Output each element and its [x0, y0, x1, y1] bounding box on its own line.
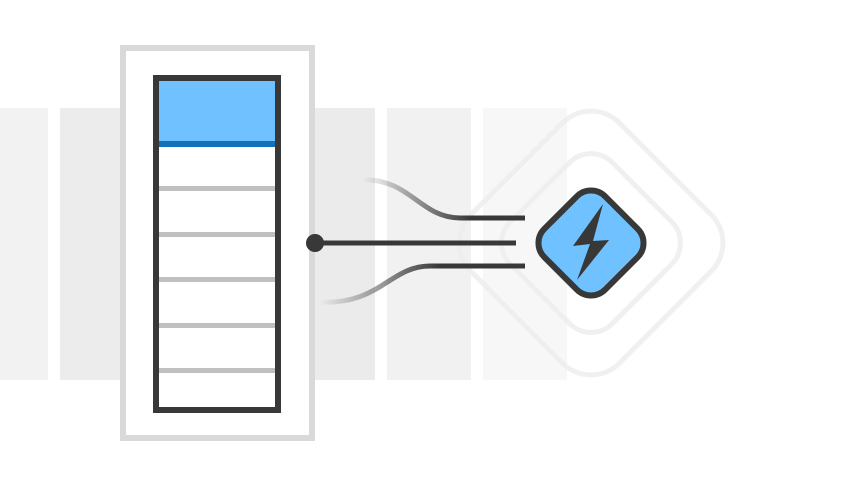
row-divider [156, 232, 278, 237]
row-divider [156, 186, 278, 191]
table-outline [153, 75, 281, 413]
band [0, 108, 48, 380]
inner-diamond-outline [499, 151, 683, 335]
connector-bottom [319, 263, 525, 305]
connectors [306, 177, 525, 305]
trigger-node [535, 187, 647, 299]
row-dividers [156, 186, 278, 373]
row-divider [156, 323, 278, 328]
table-header-divider [156, 141, 278, 147]
table-header [156, 78, 278, 141]
background-diamonds [456, 108, 726, 378]
connector-top [361, 177, 525, 221]
band [60, 108, 130, 380]
connector-dot [306, 234, 324, 252]
outer-diamond-outline [456, 108, 726, 378]
row-divider [156, 368, 278, 373]
lightning-bolt-icon [573, 204, 609, 280]
table-icon [120, 45, 315, 441]
row-divider [156, 277, 278, 282]
